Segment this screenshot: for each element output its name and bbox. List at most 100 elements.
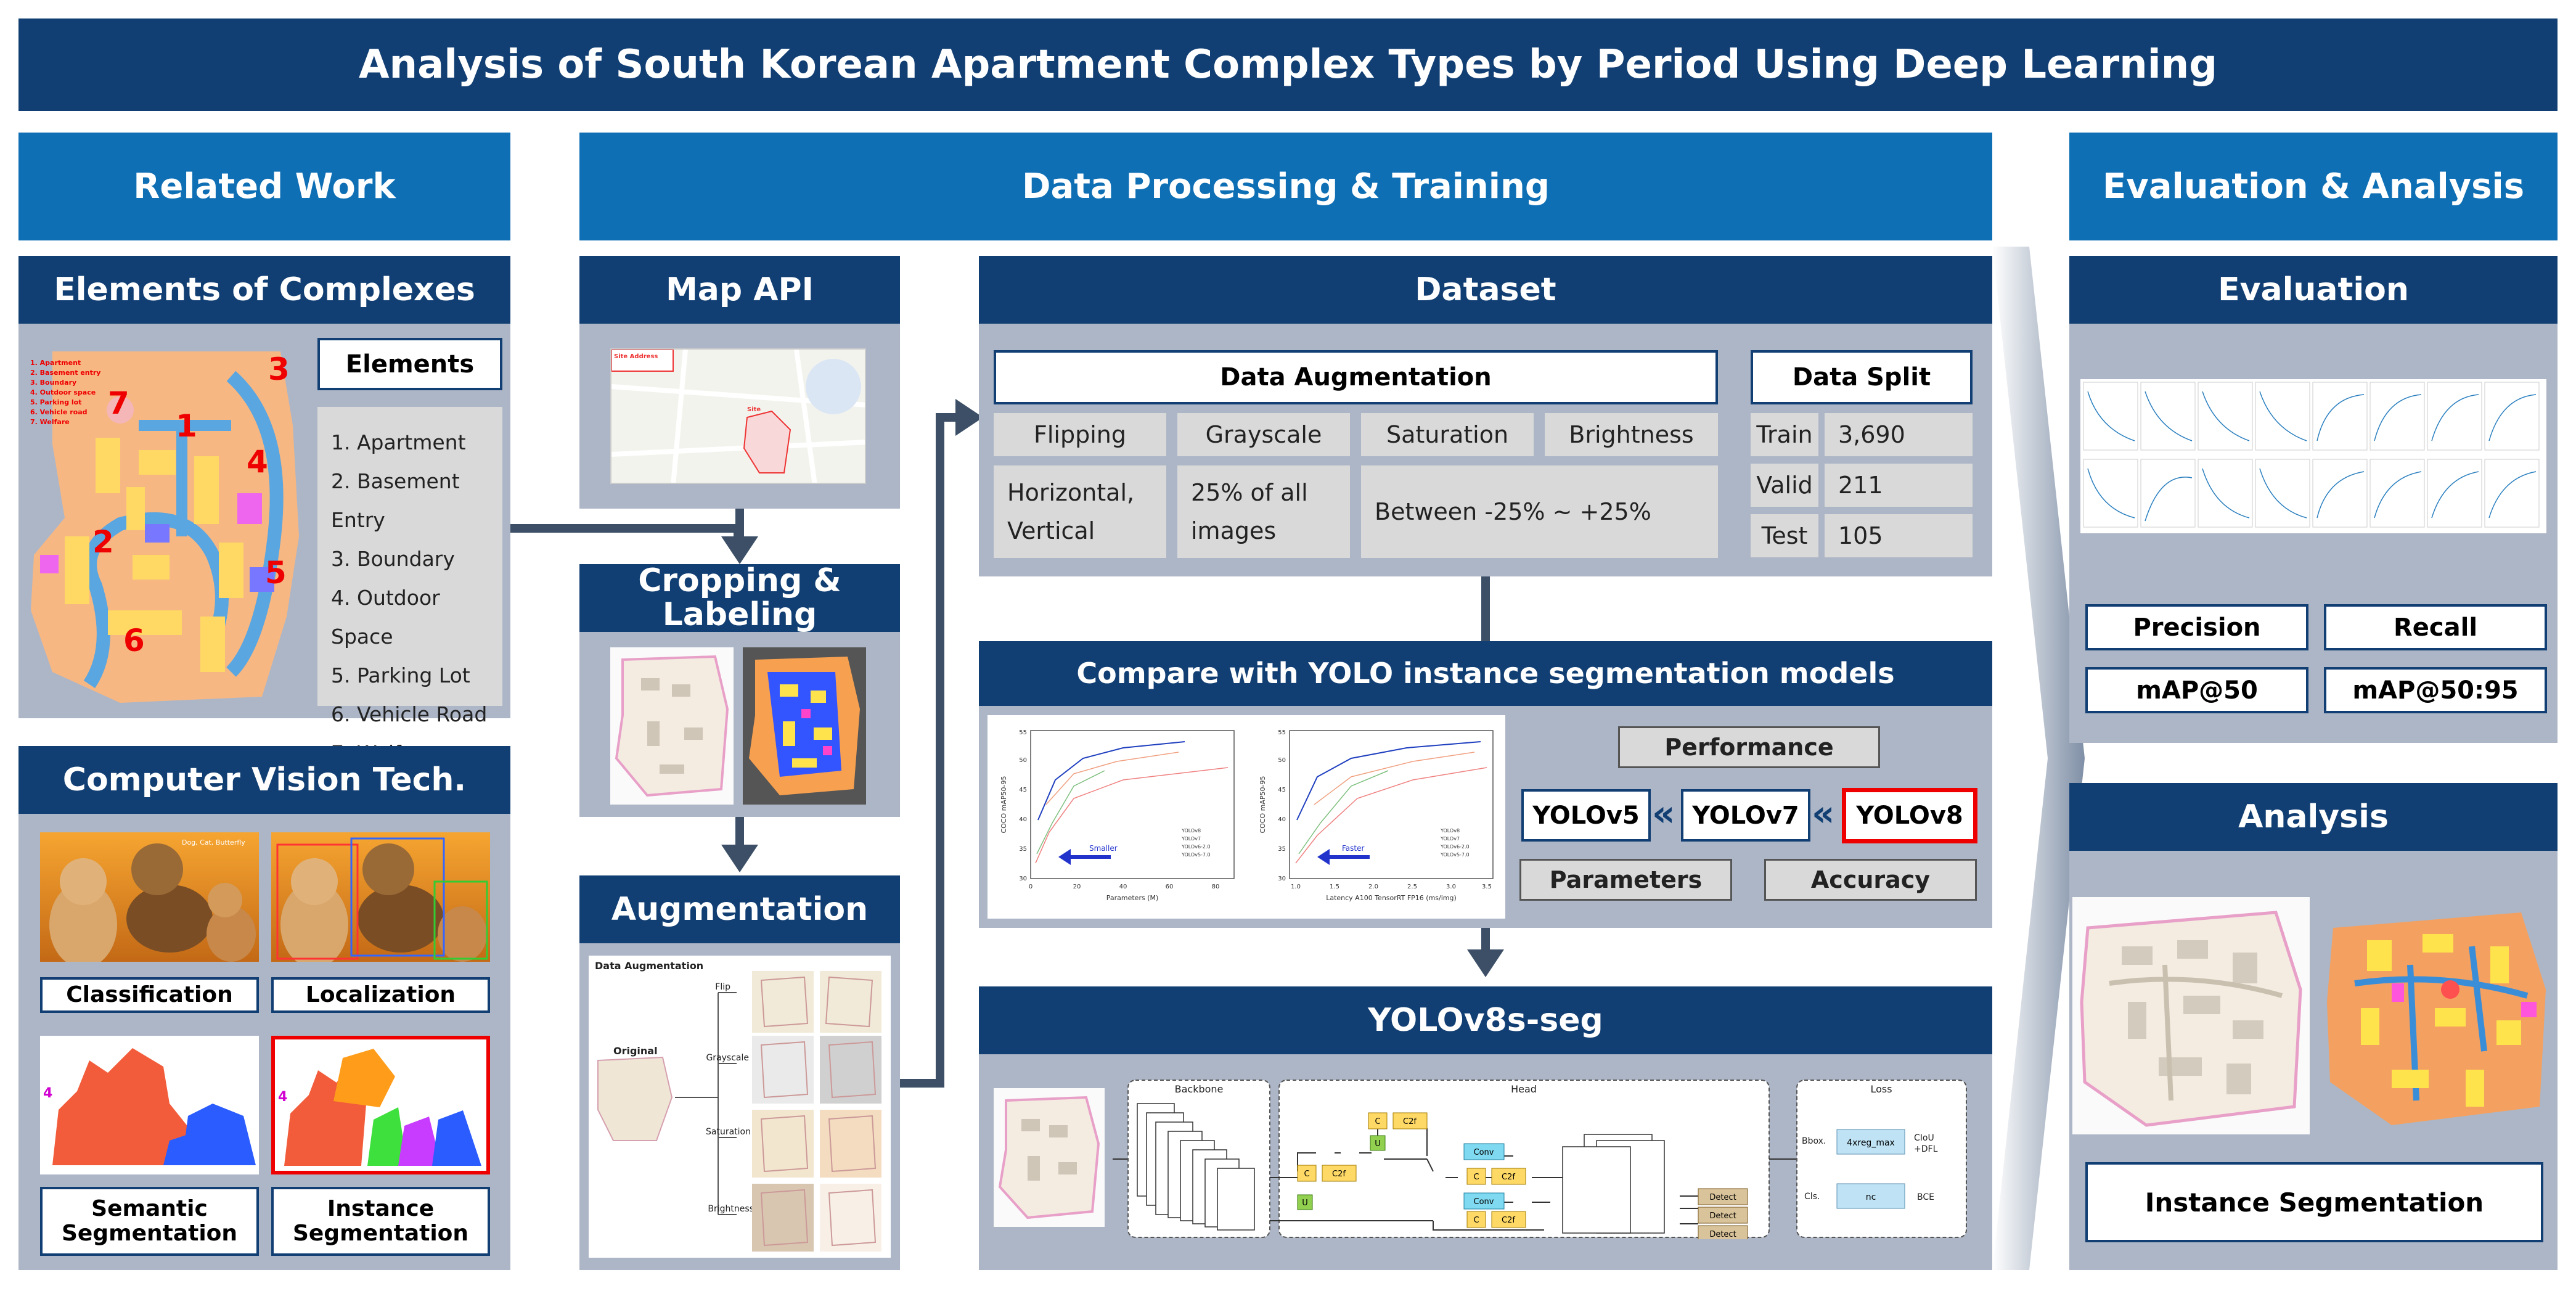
performance-label: Performance [1618,726,1880,768]
block-c: C [1473,1216,1479,1225]
split-test-value: 105 [1825,514,1973,557]
accuracy-label: Accuracy [1764,859,1977,901]
element-item-1: 1. Apartment [331,430,466,454]
block-c2f: C2f [1502,1173,1515,1182]
c2-legend-2: YOLOv6-2.0 [1440,844,1470,850]
c2-xtick-0: 1.0 [1291,883,1301,890]
analysis-header: Analysis [2069,783,2558,851]
site-plan-illustration: 1. Apartment 2. Basement entry 3. Bounda… [30,351,299,703]
svg-text:4: 4 [278,1089,287,1105]
c1-ytick-4: 50 [1019,757,1027,764]
localization-label: Localization [271,977,490,1013]
map-number-7: 7 [108,385,129,421]
instance-segmentation-image: 4 [271,1036,490,1174]
site-plan-map: 1. Apartment 2. Basement entry 3. Bounda… [28,351,305,706]
c2-legend-0: YOLOv8 [1440,828,1460,834]
map-legend-3: 3. Boundary [30,379,76,387]
c1-legend-3: YOLOv5-7.0 [1181,852,1211,858]
c2-xtick-3: 2.5 [1407,883,1417,890]
cat-dog-illustration: Dog, Cat, Butterfly [49,838,256,962]
block-conv: Conv [1474,1148,1494,1157]
parameters-label: Parameters [1519,859,1732,901]
element-item-2: 2. Basement Entry [331,469,460,532]
aug-col-brightness: Brightness [1545,413,1718,456]
metric-recall: Recall [2324,604,2547,650]
map-legend-4: 4. Outdoor space [30,388,96,396]
map-legend-6: 6. Vehicle road [30,408,88,416]
c2-xtick-2: 2.0 [1368,883,1378,890]
map-number-5: 5 [265,555,287,591]
aug-branch-flip: Flip [715,982,730,992]
c1-legend-0: YOLOv8 [1181,828,1201,834]
chart-parameters: 30 35 40 45 50 55 0 20 40 60 80 Paramete… [1000,729,1494,902]
block-u: U [1302,1199,1308,1208]
instance-segmentation-illustration: 4 [278,1049,481,1166]
cropped-site-illustration [615,655,729,797]
localization-illustration [276,837,488,962]
map-api-header: Map API [579,256,900,324]
aug-col-grayscale: Grayscale [1177,413,1350,456]
map-number-4: 4 [247,444,268,480]
section-related-work: Related Work [18,133,510,240]
dataset-header: Dataset [979,256,1992,324]
block-c: C [1304,1170,1309,1179]
analysis-labeled-illustration [2327,912,2546,1125]
arrow-head-1 [721,536,758,564]
element-item-5: 5. Parking Lot [331,663,470,687]
c2-ytick-4: 50 [1278,757,1286,764]
yolo-bbox-label: Bbox. [1802,1136,1826,1146]
element-item-6: 6. Vehicle Road [331,702,488,726]
yolo-cls-label: Cls. [1804,1192,1820,1202]
elements-list: 1. Apartment 2. Basement Entry 3. Bounda… [317,407,502,765]
c1-legend-1: YOLOv7 [1181,836,1201,842]
block-detect: Detect [1709,1193,1736,1202]
cropping-header: Cropping & Labeling [579,564,900,632]
aug-val-grayscale: 25% of all images [1177,465,1350,558]
c2-ytick-2: 40 [1278,816,1286,823]
block-detect: Detect [1709,1211,1736,1221]
block-c2f: C2f [1502,1216,1515,1225]
augmentation-tree: Data Augmentation Original Flip Grayscal… [595,960,881,1252]
c1-ylabel: COCO mAP50-95 [1000,776,1008,833]
block-c: C [1473,1173,1479,1182]
c2-xtick-1: 1.5 [1330,883,1339,890]
elements-header: Elements of Complexes [18,256,510,324]
c2-ylabel: COCO mAP50-95 [1259,776,1267,833]
instance-segmentation-label: Instance Segmentation [271,1187,490,1256]
training-curves [2080,379,2546,533]
page-title: Analysis of South Korean Apartment Compl… [18,18,2558,111]
metric-map50-95: mAP@50:95 [2324,667,2547,713]
c1-legend-2: YOLOv6-2.0 [1181,844,1211,850]
metric-precision: Precision [2085,604,2308,650]
map-number-2: 2 [92,524,114,560]
c1-ytick-1: 35 [1019,846,1027,853]
labeled-site-illustration [749,657,860,795]
map-search-label: Site Address [614,353,658,360]
flow-chevron-icon [1992,247,2085,1270]
c1-xlabel: Parameters (M) [1106,894,1159,902]
map-legend-7: 7. Welfare [30,418,70,426]
aug-branch-saturation: Saturation [706,1127,751,1137]
metric-map50: mAP@50 [2085,667,2308,713]
map-site-label: Site [747,406,761,413]
cv-header: Computer Vision Tech. [18,746,510,814]
c2-legend-1: YOLOv7 [1440,836,1460,842]
aug-val-flipping: Horizontal, Vertical [994,465,1166,558]
c2-xtick-5: 3.5 [1482,883,1492,890]
split-valid-name: Valid [1751,464,1818,507]
augmentation-diagram: Data Augmentation Original Flip Grayscal… [589,956,891,1258]
map-illustration: Site Address Site [611,350,865,483]
yolo-architecture-diagram: Backbone Head C C2f C C2f U U Conv Conv … [1113,1080,1967,1242]
map-number-1: 1 [176,408,197,444]
yolo-head-label: Head [1511,1083,1537,1095]
block-c: C [1375,1117,1380,1126]
compare-charts: 30 35 40 45 50 55 0 20 40 60 80 Paramete… [987,715,1505,919]
aug-col-saturation: Saturation [1361,413,1534,456]
split-train-name: Train [1751,413,1818,456]
training-curves-grid [2083,382,2540,528]
model-yolov5: YOLOv5 [1521,789,1651,842]
yolo-nc-label: nc [1866,1192,1876,1202]
yolo-input-image [994,1088,1105,1227]
connector-aug-dataset-h [900,1079,943,1088]
yolo-architecture: Backbone Head C C2f C C2f U U Conv Conv … [1113,1079,1969,1242]
